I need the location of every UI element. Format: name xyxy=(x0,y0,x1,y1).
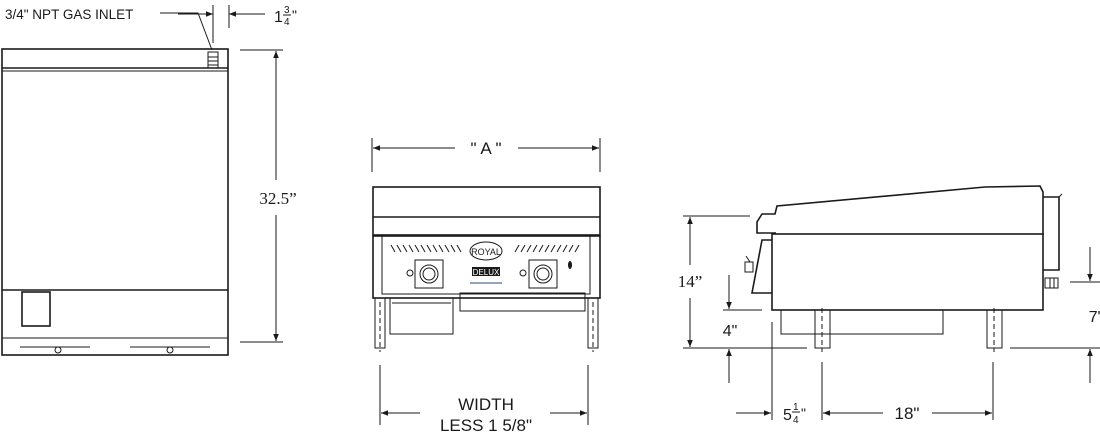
gas-inlet xyxy=(207,51,219,69)
width-less-label: LESS 1 5/8" xyxy=(440,416,532,435)
gas-inlet-label: 3/4" NPT GAS INLET xyxy=(5,7,133,22)
top-view: 3/4" NPT GAS INLET 1 3 4 " 32.5” xyxy=(1,5,297,356)
control-valve xyxy=(744,261,754,273)
width-a-label: " A " xyxy=(471,139,502,158)
side-view: 14” 4" 7" 5 1 4 " 18" xyxy=(678,185,1100,426)
leg-height-label: 4" xyxy=(723,323,738,340)
depth-label: 32.5” xyxy=(259,189,296,208)
right-knob xyxy=(519,259,558,289)
front-view: " A " ROYAL DELUX xyxy=(371,138,601,435)
svg-text:4: 4 xyxy=(284,17,290,28)
inlet-height-label: 7" xyxy=(1089,309,1100,326)
height-label: 14” xyxy=(678,272,703,291)
inlet-offset-dimension: 1 3 4 " xyxy=(274,5,297,28)
width-label: WIDTH xyxy=(458,395,514,414)
svg-text:": " xyxy=(292,7,297,23)
left-knob xyxy=(406,259,444,289)
svg-text:3: 3 xyxy=(284,5,290,16)
svg-text:1: 1 xyxy=(274,9,283,26)
gas-inlet-side xyxy=(1044,277,1059,289)
delux-badge: DELUX xyxy=(470,267,502,284)
svg-text:ROYAL: ROYAL xyxy=(471,247,501,257)
svg-text:DELUX: DELUX xyxy=(473,268,500,277)
front-offset-dimension: 5 1 4 " xyxy=(783,402,806,426)
pilot-icon xyxy=(568,261,572,269)
svg-text:5: 5 xyxy=(783,407,792,424)
svg-text:": " xyxy=(801,405,806,421)
svg-text:1: 1 xyxy=(793,402,799,413)
leg-spacing-label: 18" xyxy=(895,404,920,423)
royal-logo: ROYAL xyxy=(469,241,503,261)
svg-text:4: 4 xyxy=(793,415,799,426)
